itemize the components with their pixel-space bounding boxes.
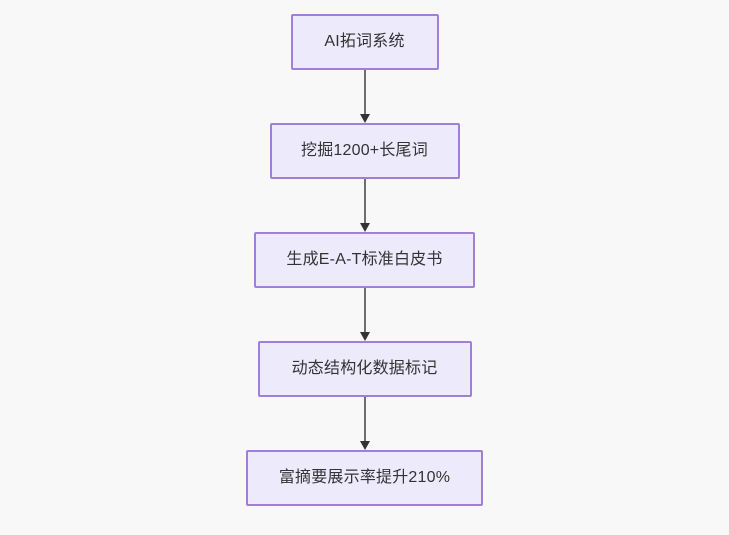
flow-node-label: 富摘要展示率提升210%	[278, 469, 451, 487]
down-arrow-icon	[359, 441, 370, 450]
flow-connector-2	[358, 179, 372, 232]
down-arrow-icon	[359, 223, 370, 232]
flow-connector-4	[358, 397, 372, 450]
flow-connector-1	[358, 70, 372, 123]
connector-line	[363, 179, 366, 224]
flow-node-label: AI拓词系统	[324, 33, 405, 51]
flow-node-label: 动态结构化数据标记	[291, 360, 438, 378]
connector-line	[363, 70, 366, 115]
flow-node-label: 挖掘1200+长尾词	[301, 142, 428, 160]
down-arrow-icon	[359, 114, 370, 123]
flow-node-generate-eat-whitepaper[interactable]: 生成E-A-T标准白皮书	[254, 232, 475, 288]
flow-node-ai-keyword-system[interactable]: AI拓词系统	[290, 14, 439, 70]
connector-line	[363, 397, 366, 442]
flow-node-rich-snippet-impression-lift[interactable]: 富摘要展示率提升210%	[246, 450, 483, 506]
flow-node-mine-longtail-keywords[interactable]: 挖掘1200+长尾词	[269, 123, 460, 179]
connector-line	[363, 288, 366, 333]
down-arrow-icon	[359, 332, 370, 341]
flow-connector-3	[358, 288, 372, 341]
flow-node-label: 生成E-A-T标准白皮书	[286, 251, 443, 269]
flowchart-node-column: AI拓词系统 挖掘1200+长尾词 生成E-A-T标准白皮书 动态结构化数据标记	[246, 14, 483, 506]
flow-node-dynamic-structured-data-markup[interactable]: 动态结构化数据标记	[257, 341, 472, 397]
